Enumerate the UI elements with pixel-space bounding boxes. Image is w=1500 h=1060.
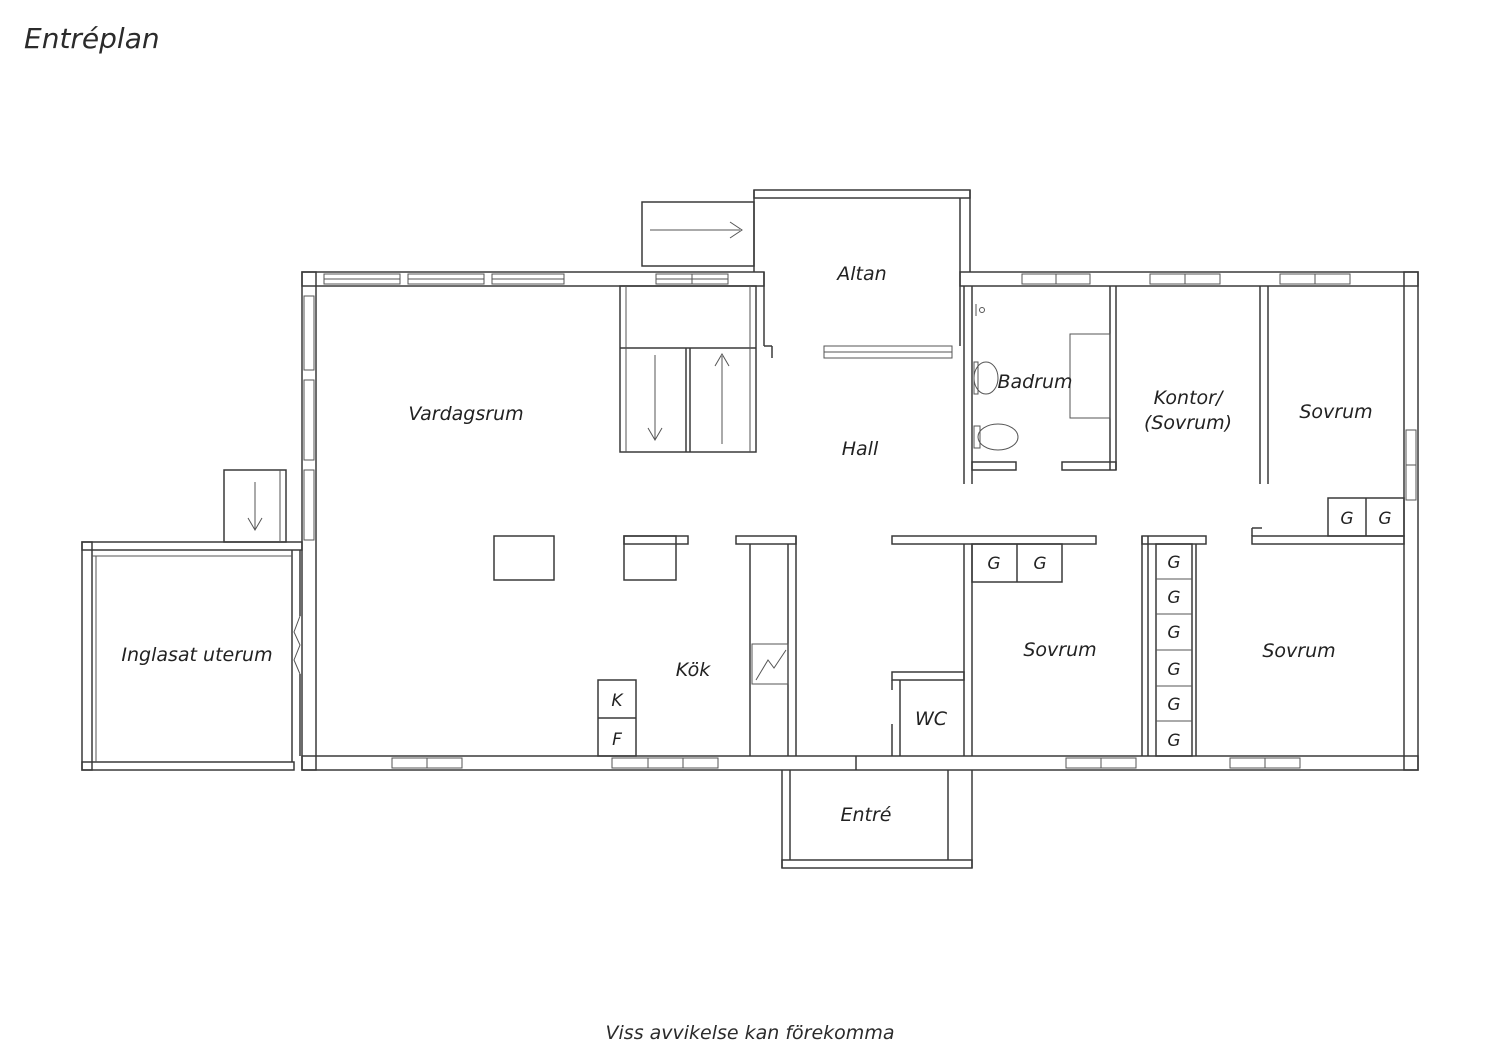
sovrum-ne-walls — [1251, 497, 1405, 545]
wardrobe-column — [1155, 543, 1197, 757]
kontor-walls — [1259, 286, 1269, 484]
page-title: Entréplan — [24, 22, 160, 55]
wardrobe-label: G — [1167, 660, 1180, 680]
freezer-label: F — [612, 730, 622, 750]
label-kok: Kök — [676, 659, 711, 681]
badrum-walls — [963, 286, 1117, 484]
label-entre: Entré — [841, 804, 892, 826]
wardrobe-label: G — [1378, 509, 1391, 529]
fridge-label: K — [611, 691, 624, 711]
label-sovrum-se: Sovrum — [1262, 640, 1335, 662]
wardrobe-label: G — [1167, 731, 1180, 751]
windows-left — [303, 295, 315, 541]
sovrum-mid-walls — [891, 535, 1207, 756]
label-hall: Hall — [842, 438, 879, 460]
label-kontor-line2: (Sovrum) — [1144, 412, 1232, 434]
wardrobe-label: G — [1340, 509, 1353, 529]
label-sovrum-mid: Sovrum — [1023, 639, 1096, 661]
label-sovrum-ne: Sovrum — [1299, 401, 1372, 423]
label-vardagsrum: Vardagsrum — [408, 403, 523, 425]
windows-right — [1405, 429, 1417, 501]
wardrobe-label: G — [1167, 553, 1180, 573]
wardrobe-label: G — [1167, 588, 1180, 608]
label-altan: Altan — [835, 263, 886, 285]
wardrobe-label: G — [1167, 623, 1180, 643]
kitchen — [493, 535, 797, 757]
windows-bottom — [391, 757, 1301, 769]
wc-walls — [855, 671, 965, 770]
label-inglasat-uterum: Inglasat uterum — [121, 644, 272, 666]
outer-walls — [301, 271, 1419, 771]
staircase — [619, 285, 757, 453]
altan-structure — [641, 189, 971, 359]
wardrobe-label: G — [1167, 695, 1180, 715]
label-kontor-line1: Kontor/ — [1154, 387, 1225, 409]
windows-top — [323, 273, 1351, 285]
disclaimer-note: Viss avvikelse kan förekomma — [605, 1022, 895, 1044]
uterum-structure — [81, 469, 303, 771]
label-badrum: Badrum — [997, 371, 1072, 393]
label-wc: WC — [915, 708, 948, 730]
wardrobe-label: G — [987, 554, 1000, 574]
wardrobe-label: G — [1033, 554, 1046, 574]
entre-structure — [781, 770, 973, 869]
